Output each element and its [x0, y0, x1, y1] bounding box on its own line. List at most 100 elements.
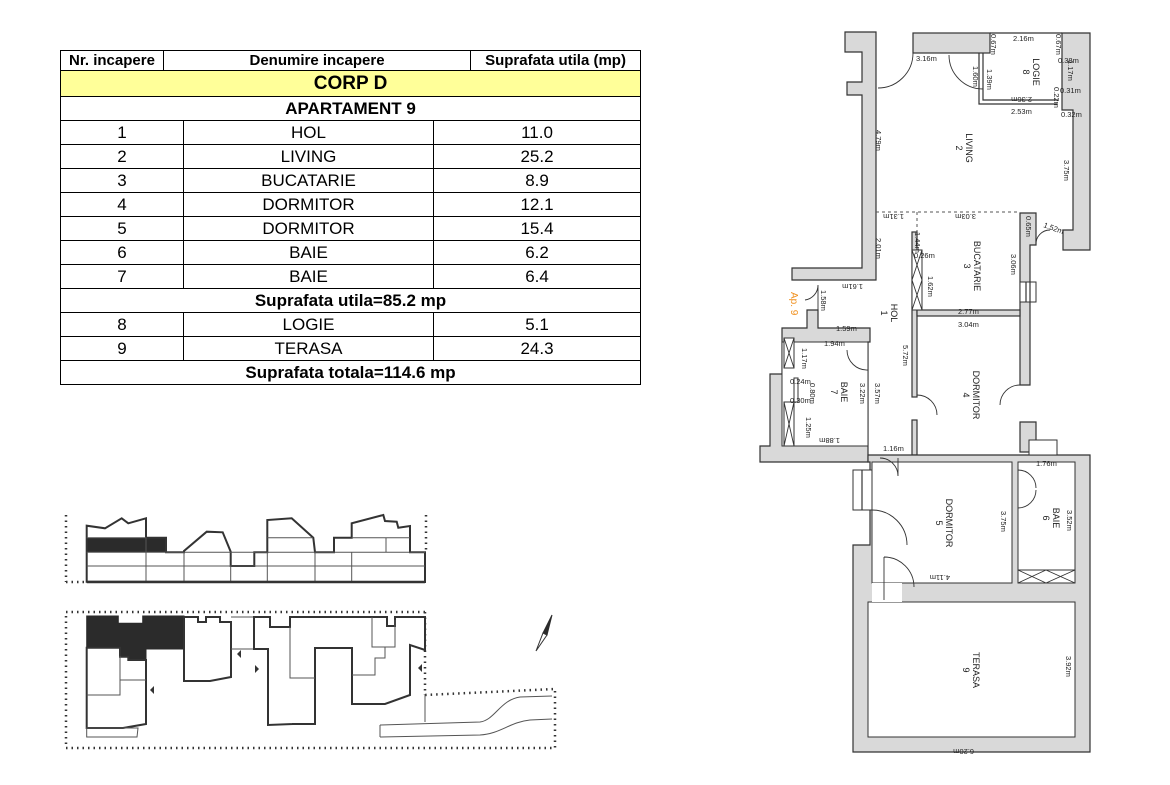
dimension: 1.58m	[819, 290, 828, 311]
room-number: 9	[961, 667, 971, 672]
dimension: 1.31m	[883, 212, 904, 221]
room-label-hol: HOL	[889, 304, 899, 323]
room-area: 11.0	[432, 120, 642, 145]
dimension: 2.53m	[1011, 107, 1032, 116]
room-number: 6	[1041, 515, 1051, 520]
dimension: 3.75m	[999, 511, 1008, 532]
room-name: DORMITOR	[183, 216, 434, 241]
dimension: 0.80m	[808, 383, 817, 404]
dimension: 3.16m	[916, 54, 937, 63]
room-label-baie-6: BAIE	[1051, 508, 1061, 529]
room-number: 5	[934, 520, 944, 525]
dimension: 1.62m	[926, 276, 935, 297]
room-label-baie-7: BAIE	[839, 382, 849, 403]
dimension: 0.22m	[1052, 87, 1061, 108]
dimension: 2.36m	[1011, 95, 1032, 104]
dimension: 0.31m	[1060, 86, 1081, 95]
dimension: 2.77m	[958, 307, 979, 316]
dimension: 4.11m	[930, 573, 950, 582]
dimension: 1.17m	[800, 348, 809, 369]
dimension: 6.20m	[953, 747, 974, 756]
room-name: LOGIE	[183, 312, 434, 337]
room-label-logie: LOGIE	[1031, 58, 1041, 86]
room-number: 3	[962, 263, 972, 268]
dimension: 3.22m	[858, 383, 867, 404]
dimension: 3.06m	[1009, 254, 1018, 275]
room-number: 1	[879, 310, 889, 315]
dimension: 1.94m	[824, 339, 845, 348]
dimension: 0.26m	[914, 251, 935, 260]
dimension: 3.92m	[1064, 656, 1073, 677]
room-nr: 5	[60, 216, 184, 241]
room-number: 7	[829, 389, 839, 394]
subtotal: Suprafata utila=85.2 mp	[59, 288, 642, 313]
total: Suprafata totala=114.6 mp	[59, 360, 642, 385]
dimension: 1.88m	[819, 436, 840, 445]
room-name: BAIE	[183, 240, 434, 265]
dimension: 1.17m	[1066, 60, 1075, 81]
dimension: 5.72m	[901, 345, 910, 366]
dimension: 3.52m	[1065, 510, 1074, 531]
dimension: 0.24m	[790, 377, 811, 386]
dimension: 3.75m	[1062, 160, 1071, 181]
room-nr: 1	[60, 120, 184, 145]
dimension: 0.38m	[1058, 56, 1079, 65]
room-label-terasa: TERASA	[971, 652, 981, 688]
walls	[759, 31, 1091, 753]
site-elevation	[64, 513, 428, 584]
room-nr: 7	[60, 264, 184, 289]
dimension: 3.04m	[958, 320, 979, 329]
room-number: 4	[961, 392, 971, 397]
door-swings	[804, 52, 1051, 600]
dimension: 1.52m	[1042, 220, 1065, 236]
dimension: 1.59m	[836, 324, 857, 333]
dimension: 1.44m	[913, 232, 922, 253]
room-name: DORMITOR	[183, 192, 434, 217]
room-area-table: Nr. incapere Denumire incapere Suprafata…	[59, 50, 642, 385]
dimension: 0.32m	[1061, 110, 1082, 119]
dimension: 1.25m	[804, 417, 813, 438]
apartment-tag: Ap. 9	[788, 292, 799, 316]
building-title: CORP D	[59, 70, 642, 97]
room-nr: 4	[60, 192, 184, 217]
apartment-title: APARTAMENT 9	[59, 96, 642, 121]
room-area: 6.2	[432, 240, 642, 265]
room-name: HOL	[183, 120, 434, 145]
room-label-living: LIVING	[964, 133, 974, 163]
dimension: 1.60m	[971, 66, 980, 87]
room-number: 2	[954, 145, 964, 150]
dimension: 4.79m	[874, 130, 883, 151]
room-name: BUCATARIE	[183, 168, 434, 193]
dimension: 1.16m	[883, 444, 904, 453]
dimension: 1.76m	[1036, 459, 1057, 468]
dimension: 0.67m	[1054, 34, 1063, 55]
north-arrow-icon	[535, 614, 553, 652]
room-label-dormitor-4: DORMITOR	[971, 371, 981, 420]
dimension-labels: 2.16m 0.67m 0.67m 3.16m 0.38m 1.17m 1.60…	[790, 34, 1082, 756]
room-labels: LOGIE 8 LIVING 2 BUCATARIE 3 HOL 1 DORMI…	[788, 58, 1061, 688]
dimension: 1.39m	[985, 69, 994, 90]
dimension: 0.65m	[1024, 216, 1033, 237]
room-name: LIVING	[183, 144, 434, 169]
room-area: 25.2	[432, 144, 642, 169]
dimension: 0.67m	[989, 34, 998, 55]
dimension: 0.30m	[790, 396, 811, 405]
room-label-dormitor-5: DORMITOR	[944, 499, 954, 548]
room-label-bucatarie: BUCATARIE	[972, 241, 982, 291]
dimension: 2.16m	[1013, 34, 1034, 43]
dimension: 2.01m	[874, 238, 883, 259]
room-area: 15.4	[432, 216, 642, 241]
room-number: 8	[1021, 69, 1031, 74]
dimension: 3.57m	[873, 383, 882, 404]
site-plan	[64, 610, 557, 750]
